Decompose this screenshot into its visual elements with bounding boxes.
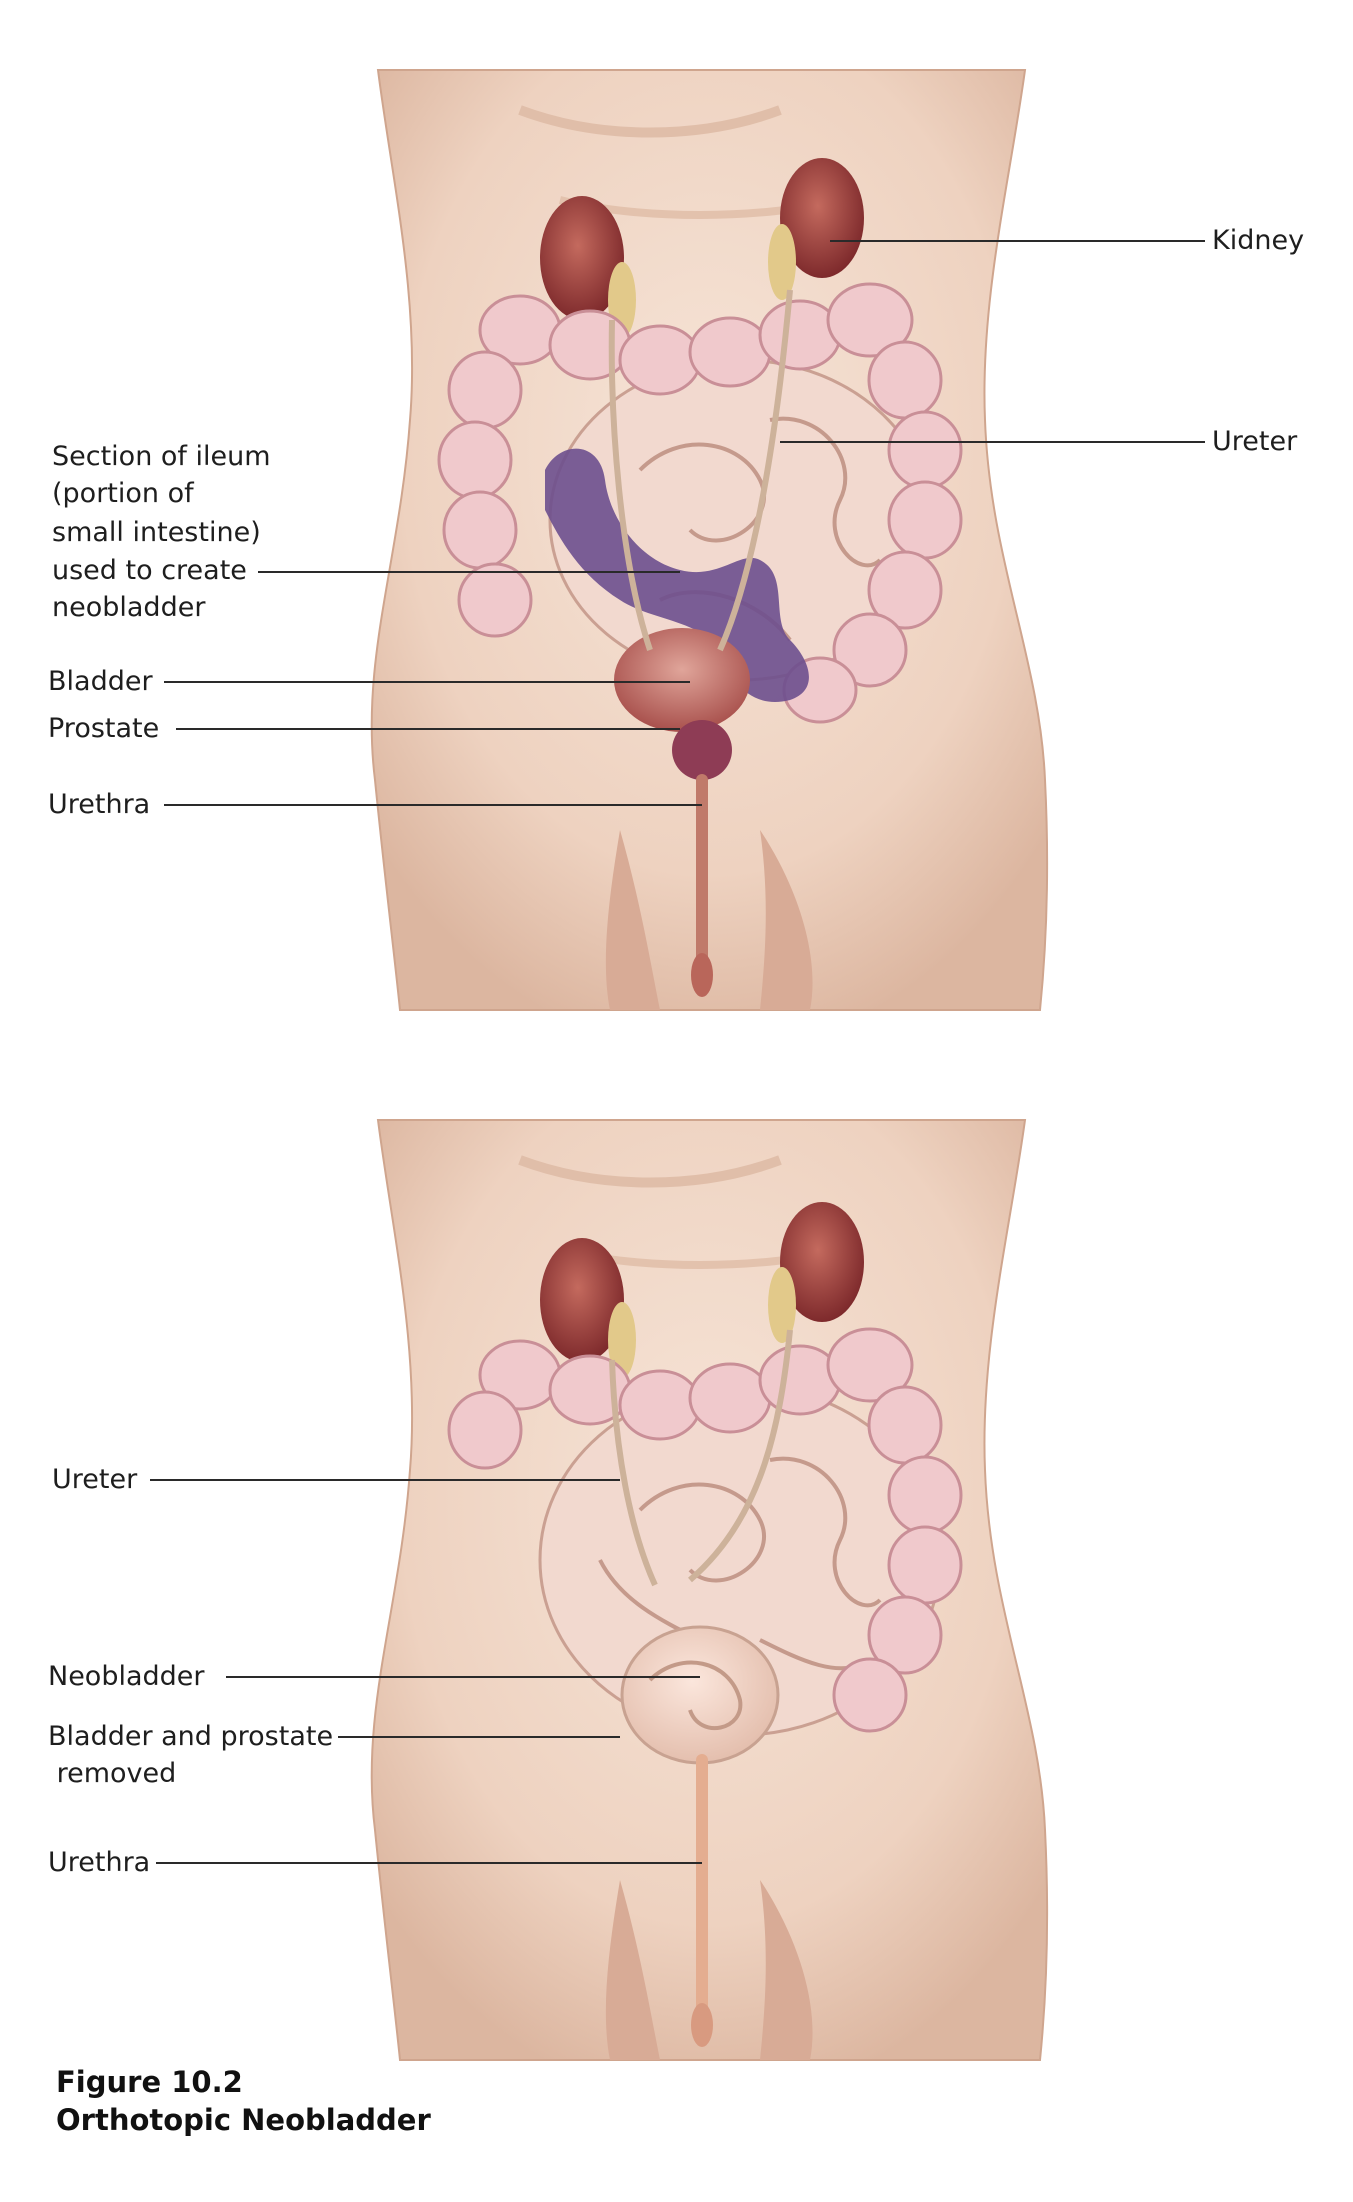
label-urethra-top: Urethra xyxy=(48,789,151,820)
figure-number: Figure 10.2 xyxy=(56,2065,243,2099)
label-ureter-top: Ureter xyxy=(1212,426,1298,457)
label-ureter-bottom: Ureter xyxy=(52,1464,138,1495)
label-prostate: Prostate xyxy=(48,713,160,744)
top-panel-illustration xyxy=(370,69,1049,1011)
label-removed-line-1: Bladder and prostate xyxy=(48,1721,334,1752)
label-bladder: Bladder xyxy=(48,666,153,697)
top-leader-lines xyxy=(164,240,1205,806)
bottom-leader-lines xyxy=(150,1479,702,1864)
label-ileum-line-5: neobladder xyxy=(52,592,206,623)
bottom-panel-illustration xyxy=(370,1119,1049,2061)
label-neobladder: Neobladder xyxy=(48,1661,205,1692)
bottom-thigh-left xyxy=(605,1880,660,2060)
label-urethra-bottom: Urethra xyxy=(48,1847,151,1878)
top-colon xyxy=(437,282,963,724)
bottom-ureter-right xyxy=(688,1329,793,1583)
top-prostate xyxy=(672,720,732,780)
bottom-kidney-left xyxy=(540,1238,624,1362)
label-ileum-line-4: used to create xyxy=(52,555,247,586)
label-ileum-line-1: Section of ileum xyxy=(52,441,271,472)
top-kidney-left xyxy=(540,196,624,320)
bottom-kidney-right xyxy=(780,1202,864,1322)
top-kidney-right xyxy=(780,158,864,278)
top-ileum-section xyxy=(545,448,809,702)
label-ileum-line-3: small intestine) xyxy=(52,517,261,548)
top-thigh-left xyxy=(605,830,660,1010)
top-ureter-right xyxy=(717,289,793,652)
top-bladder xyxy=(614,628,750,732)
top-ureter-left xyxy=(608,319,653,651)
figure-title: Orthotopic Neobladder xyxy=(56,2103,431,2137)
bottom-colon xyxy=(447,1327,963,1733)
bottom-thigh-right xyxy=(760,1880,813,2060)
bottom-neobladder xyxy=(620,1625,780,1765)
label-kidney: Kidney xyxy=(1212,225,1305,256)
bottom-ureter-left xyxy=(609,1359,658,1587)
label-removed-line-2: removed xyxy=(48,1758,177,1789)
top-thigh-right xyxy=(760,830,813,1010)
label-ileum-line-2: (portion of xyxy=(52,478,194,509)
